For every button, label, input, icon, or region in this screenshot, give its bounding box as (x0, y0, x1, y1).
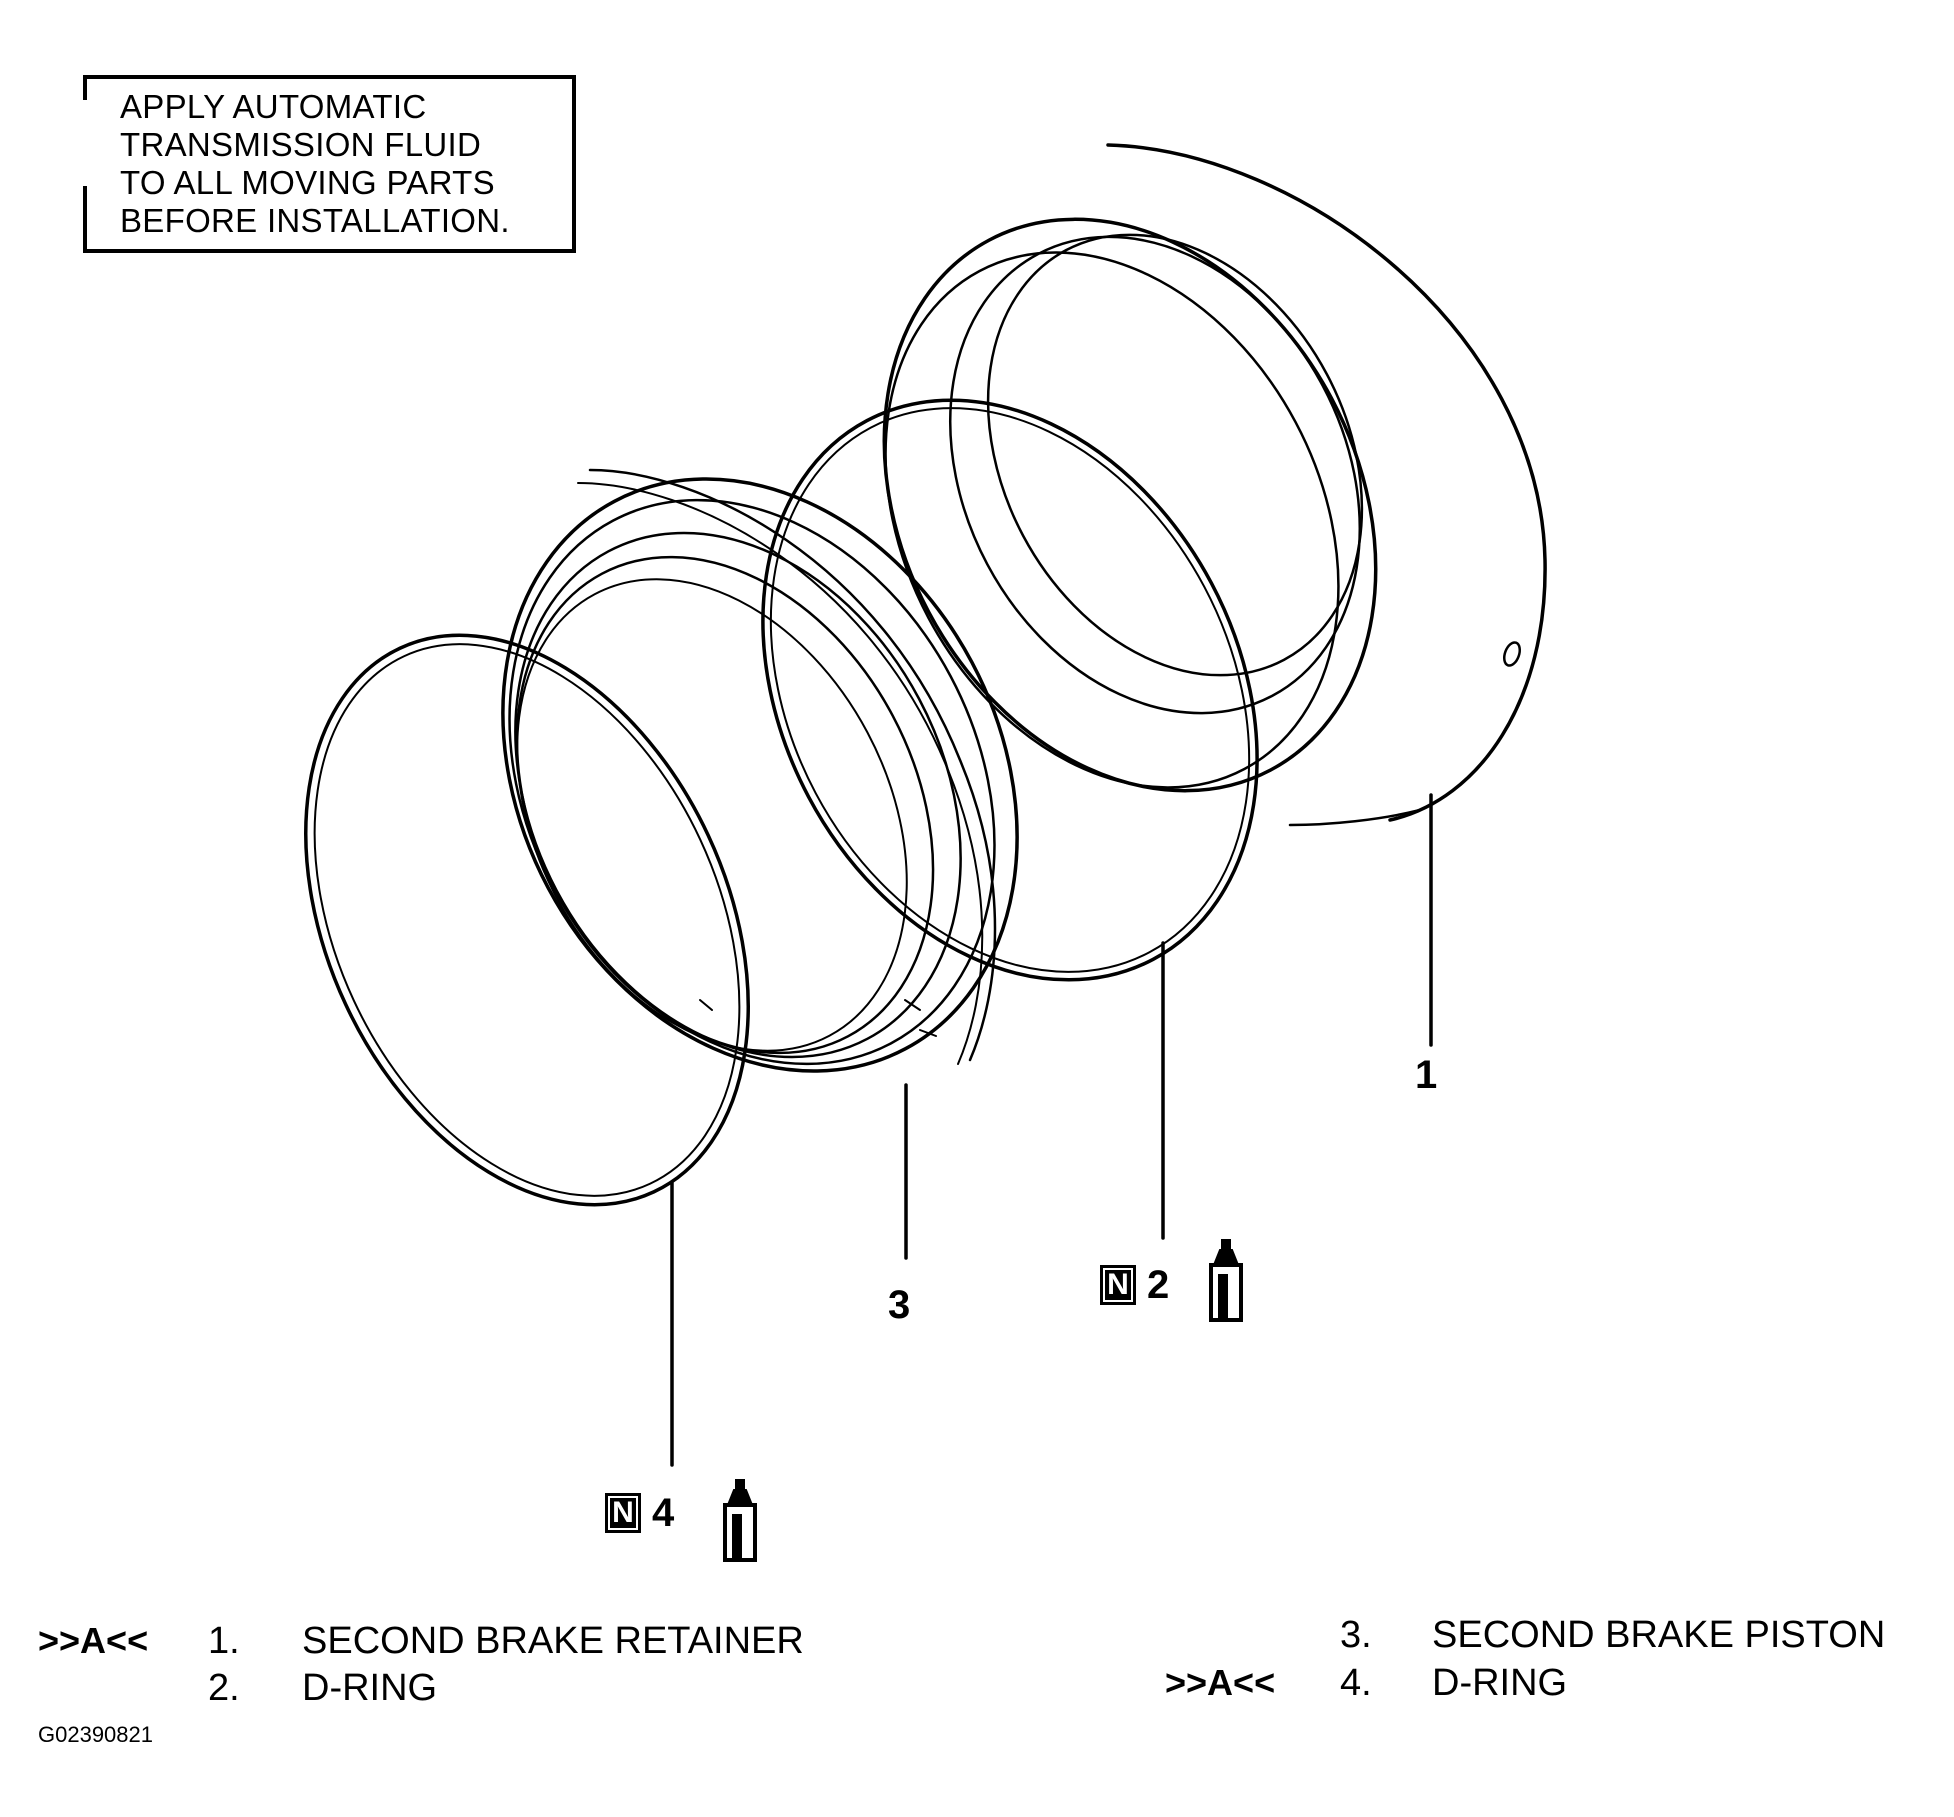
note-line: TO ALL MOVING PARTS (120, 164, 495, 201)
legend-num-3: 3. (1340, 1614, 1372, 1656)
legend-num-2: 2. (208, 1667, 240, 1709)
callout-4: 4 (652, 1491, 675, 1535)
note-line: BEFORE INSTALLATION. (120, 202, 510, 239)
callout-3: 3 (888, 1283, 911, 1327)
oil-can-icon (58, 100, 94, 186)
d-ring-part-4 (304, 633, 750, 1207)
legend-num-1: 1. (208, 1620, 240, 1662)
figure-id: G02390821 (38, 1722, 153, 1747)
new-part-badge: N (605, 1493, 641, 1533)
legend-name-1: SECOND BRAKE RETAINER (302, 1620, 804, 1662)
new-part-badge: N (1100, 1265, 1136, 1305)
d-ring-part-2 (761, 398, 1259, 982)
legend-num-4: 4. (1340, 1662, 1372, 1704)
note-line: TRANSMISSION FLUID (120, 126, 482, 163)
callout-2: 2 (1147, 1263, 1170, 1307)
piston-part-3 (501, 468, 1019, 1073)
oil-can-icon (1209, 1239, 1243, 1322)
legend-mark-1: >>A<< (38, 1620, 149, 1661)
leader-lines (670, 793, 1433, 1467)
note-text: APPLY AUTOMATIC TRANSMISSION FLUID TO AL… (120, 88, 510, 240)
retainer-part-1 (882, 143, 1547, 827)
legend-name-3: SECOND BRAKE PISTON (1432, 1614, 1886, 1656)
note-box (83, 75, 576, 253)
legend-name-2: D-RING (302, 1667, 438, 1709)
callout-1: 1 (1415, 1053, 1438, 1097)
legend-name-4: D-RING (1432, 1662, 1568, 1704)
note-line: APPLY AUTOMATIC (120, 88, 427, 125)
oil-can-icon (723, 1479, 757, 1562)
legend-mark-4: >>A<< (1165, 1662, 1276, 1703)
